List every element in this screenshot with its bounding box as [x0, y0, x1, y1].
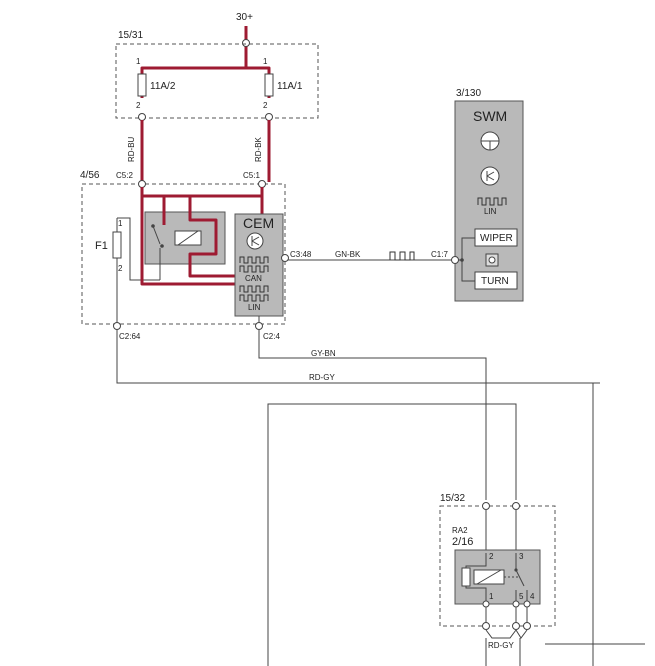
relay-box-label: 15/32 — [440, 493, 465, 504]
fuse-11a2-pin-bottom: 2 — [136, 101, 141, 110]
connector-c5-2-label: C5:2 — [116, 171, 133, 180]
relay-pin-5-node[interactable] — [512, 600, 520, 608]
relay-pin-1-node[interactable] — [482, 600, 490, 608]
fuse-f1-pin-top: 1 — [118, 219, 123, 228]
supply-label: 30+ — [236, 12, 253, 23]
connector-c2-4-label: C2:4 — [263, 332, 280, 341]
fuse-11a1-pin-top: 1 — [263, 57, 268, 66]
cem-relay-contact-a — [151, 224, 155, 228]
relay-box-terminal-right[interactable] — [512, 502, 520, 510]
wire-rd-gy-bottom-label: RD-GY — [488, 641, 514, 650]
fuse-11a1-label: 11A/1 — [277, 81, 303, 92]
cem-lin-pulse-icon-1 — [239, 285, 269, 293]
wire-gn-bk-label: GN-BK — [335, 250, 361, 259]
relay-pin-1-label: 1 — [489, 592, 494, 601]
fuse-f1-label: F1 — [95, 240, 108, 252]
cem-transistor-icon — [246, 232, 264, 250]
lin-signal-icon — [389, 251, 415, 261]
connector-c1-7[interactable] — [451, 256, 459, 264]
cem-can-label: CAN — [245, 274, 262, 283]
relay-pin-4-label: 4 — [530, 592, 535, 601]
f1-relay-wire — [117, 217, 160, 281]
swm-lin-pulse-icon — [477, 197, 507, 206]
fuse-11a2-icon — [137, 73, 147, 97]
relay-coil-slash — [476, 569, 502, 585]
cem-transistor-symbol — [251, 236, 260, 246]
cem-box-label: 4/56 — [80, 170, 100, 181]
relay-switch-pivot — [514, 568, 518, 572]
fuse-11a1-icon — [264, 73, 274, 97]
swm-switch-knob — [488, 256, 496, 264]
cem-lin-label: LIN — [248, 303, 261, 312]
cem-relay-switch-icon — [152, 225, 161, 245]
fuse-f1-pin-bottom: 2 — [118, 264, 123, 273]
turn-button-label: TURN — [481, 276, 509, 287]
wire-gy-bn — [258, 330, 487, 500]
swm-lin-label: LIN — [484, 207, 497, 216]
relay-box-bottom-terminal-3[interactable] — [523, 622, 531, 630]
wire-rd-gy-label: RD-GY — [309, 373, 335, 382]
connector-c2-64[interactable] — [113, 322, 121, 330]
relay-coil-side-icon — [461, 567, 471, 587]
connector-c3-48[interactable] — [281, 254, 289, 262]
connector-c5-2[interactable] — [138, 180, 146, 188]
relay-pin-4-node[interactable] — [523, 600, 531, 608]
relay-pin-2-label: 2 — [489, 552, 494, 561]
fuse-11a2-pin-top: 1 — [136, 57, 141, 66]
relay-id-label: RA2 — [452, 526, 468, 535]
fuse-box-label: 15/31 — [118, 30, 143, 41]
fuse-11a1-terminal[interactable] — [265, 113, 273, 121]
wire-rd-gy — [116, 330, 600, 384]
fuse-f1-icon — [112, 231, 122, 259]
cem-can-pulse-icon-2 — [239, 265, 269, 273]
wire-rd-bk-label: RD-BK — [254, 136, 263, 162]
relay-pin-3-label: 3 — [519, 552, 524, 561]
cem-can-pulse-icon-1 — [239, 256, 269, 264]
supply-terminal[interactable] — [242, 39, 250, 47]
swm-module-name: SWM — [473, 108, 507, 124]
wiper-button-label: WIPER — [480, 233, 513, 244]
cem-supply-bus — [140, 187, 264, 198]
cem-relay-loop-outer — [140, 196, 236, 286]
steering-wheel-spokes — [481, 140, 499, 150]
cem-lin-pulse-icon-2 — [239, 294, 269, 302]
relay-bottom-bridge — [485, 629, 528, 639]
swm-box-label: 3/130 — [456, 88, 481, 99]
relay-box-bottom-terminal-2[interactable] — [512, 622, 520, 630]
fuse-11a1-pin-bottom: 2 — [263, 101, 268, 110]
connector-c2-64-label: C2:64 — [119, 332, 141, 341]
wire-rd-bu-label: RD-BU — [127, 136, 136, 162]
swm-module — [454, 100, 524, 302]
wire-relay-return — [267, 403, 517, 666]
swm-transistor-symbol — [486, 171, 495, 181]
connector-c2-4[interactable] — [255, 322, 263, 330]
connector-c5-1-label: C5:1 — [243, 171, 260, 180]
connector-c3-48-label: C3:48 — [290, 250, 312, 259]
cem-relay-contact-b — [160, 244, 164, 248]
fuse-11a2-terminal[interactable] — [138, 113, 146, 121]
relay-pin-5-label: 5 — [519, 592, 524, 601]
cem-relay-coil-slash — [177, 230, 199, 246]
fuse-bus-bar — [140, 66, 271, 74]
connector-c5-1[interactable] — [258, 180, 266, 188]
cem-module — [234, 213, 284, 317]
cem-module-name: CEM — [243, 215, 274, 231]
relay-ref-label: 2/16 — [452, 536, 473, 548]
relay-box-frame — [439, 505, 556, 627]
swm-junction-dot — [460, 258, 464, 262]
relay-box-bottom-terminal-1[interactable] — [482, 622, 490, 630]
wire-gy-bn-label: GY-BN — [311, 349, 336, 358]
cem-relay-loop-inner — [188, 196, 236, 278]
relay-box-terminal-left[interactable] — [482, 502, 490, 510]
fuse-11a2-label: 11A/2 — [150, 81, 176, 92]
swm-transistor-icon — [480, 166, 500, 186]
connector-c1-7-label: C1:7 — [431, 250, 448, 259]
fuse-box-frame — [115, 43, 319, 119]
